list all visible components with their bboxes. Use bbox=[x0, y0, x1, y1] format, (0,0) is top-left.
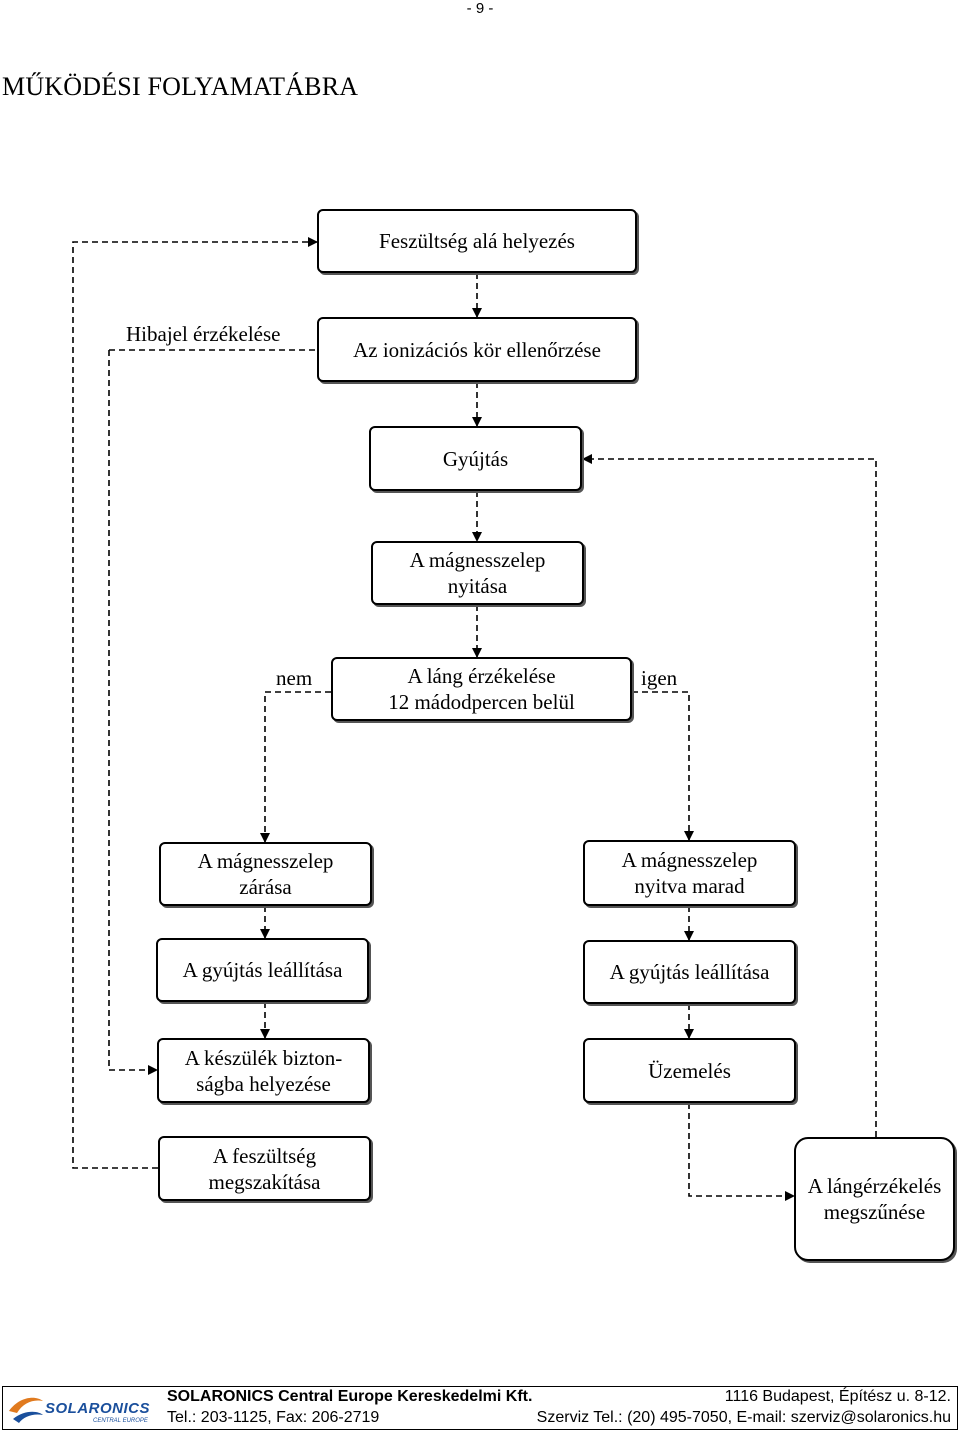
safety-lockout-box: A készülék bizton- ságba helyezése bbox=[157, 1038, 370, 1103]
power-cut-line1: A feszültség bbox=[212, 1143, 317, 1168]
safety-lockout-line1: A készülék bizton- bbox=[184, 1045, 343, 1070]
flame-detect-line1: A láng érzékelése bbox=[407, 664, 556, 688]
power-on-text: Feszültség alá helyezés bbox=[379, 229, 575, 253]
yes-label: igen bbox=[641, 666, 678, 690]
ion-check-text: Az ionizációs kör ellenőrzése bbox=[353, 337, 601, 362]
logo-swoosh-icon bbox=[9, 1397, 43, 1423]
fault-detect-label: Hibajel érzékelése bbox=[126, 321, 281, 347]
arrow-powercut-to-power bbox=[72, 237, 318, 1169]
flame-detect-line2: 12 mádodpercen belül bbox=[388, 690, 575, 714]
footer-phone: Tel.: 203-1125, Fax: 206-2719 bbox=[167, 1409, 380, 1426]
ignition-stop-left-text: A gyújtás leállítása bbox=[182, 958, 343, 982]
valve-stays-open-box: A mágnesszelep nyitva marad bbox=[583, 840, 796, 906]
valve-stays-open-line2: nyitva marad bbox=[634, 874, 745, 898]
flame-loss-line2: megszűnése bbox=[823, 1200, 926, 1224]
arrow-operation-to-flameloss bbox=[688, 1103, 795, 1201]
page-footer: SOLARONICS CENTRAL EUROPE SOLARONICS Cen… bbox=[2, 1386, 958, 1430]
ignition-text: Gyújtás bbox=[442, 446, 509, 471]
power-cut-line2: megszakítása bbox=[208, 1169, 321, 1194]
ion-check-box: Az ionizációs kör ellenőrzése bbox=[317, 317, 637, 382]
valve-open-box: A mágnesszelep nyitása bbox=[371, 541, 584, 605]
safety-lockout-line2: ságba helyezése bbox=[196, 1071, 331, 1096]
arrow-no-branch bbox=[260, 691, 331, 843]
page-number: - 9 - bbox=[466, 0, 494, 17]
ignition-stop-right-text: A gyújtás leállítása bbox=[609, 960, 770, 984]
valve-stays-open-line1: A mágnesszelep bbox=[621, 848, 758, 872]
page-title: MŰKÖDÉSI FOLYAMATÁBRA bbox=[2, 72, 359, 101]
flame-loss-line1: A lángérzékelés bbox=[807, 1174, 942, 1198]
ignition-stop-left-box: A gyújtás leállítása bbox=[156, 938, 369, 1002]
logo-text: SOLARONICS bbox=[45, 1400, 151, 1417]
flame-detect-box: A láng érzékelése 12 mádodpercen belül bbox=[331, 657, 632, 721]
solaronics-logo: SOLARONICS CENTRAL EUROPE bbox=[5, 1391, 155, 1427]
operation-box: Üzemelés bbox=[583, 1038, 796, 1103]
no-label: nem bbox=[276, 666, 313, 690]
power-on-box: Feszültség alá helyezés bbox=[317, 209, 637, 273]
footer-company: SOLARONICS Central Europe Kereskedelmi K… bbox=[167, 1388, 533, 1405]
valve-close-line1: A mágnesszelep bbox=[197, 849, 334, 873]
ignition-stop-right-box: A gyújtás leállítása bbox=[583, 940, 796, 1004]
footer-service: Szerviz Tel.: (20) 495-7050, E-mail: sze… bbox=[536, 1409, 951, 1426]
power-cut-box: A feszültség megszakítása bbox=[158, 1136, 371, 1201]
ignition-box: Gyújtás bbox=[369, 426, 582, 491]
operation-text: Üzemelés bbox=[648, 1058, 731, 1083]
flame-loss-box: A lángérzékelés megszűnése bbox=[794, 1137, 955, 1261]
footer-address: 1116 Budapest, Építész u. 8-12. bbox=[724, 1388, 951, 1405]
arrow-yes-branch bbox=[632, 691, 694, 841]
arrow-flameloss-to-ignition bbox=[582, 454, 877, 1137]
valve-open-line1: A mágnesszelep bbox=[409, 548, 546, 572]
arrow-fault-to-safety bbox=[108, 350, 158, 1075]
valve-close-box: A mágnesszelep zárása bbox=[159, 842, 372, 906]
logo-subtext: CENTRAL EUROPE bbox=[93, 1418, 148, 1424]
valve-open-line2: nyitása bbox=[447, 574, 508, 598]
valve-close-line2: zárása bbox=[239, 875, 292, 899]
